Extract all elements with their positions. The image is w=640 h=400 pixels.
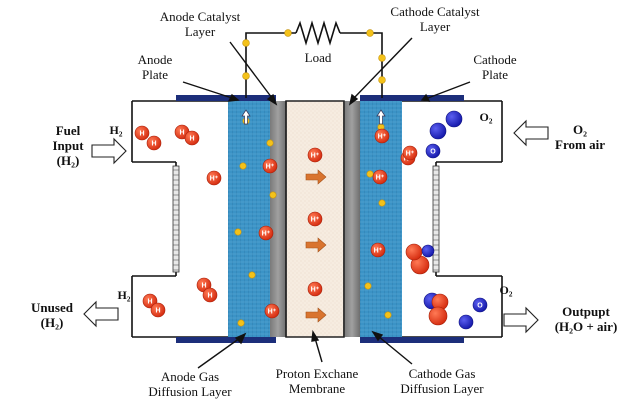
proton: [206, 170, 222, 186]
hydrogen-atom: [202, 287, 218, 303]
fuel-input-label: Fuel Input (H₂): [52, 123, 84, 168]
h2-outlet-tag: H₂: [117, 288, 131, 302]
oxygen-atom-label: O: [477, 303, 483, 310]
air-input-arrow-icon: [513, 119, 549, 147]
proton-label: H⁺: [210, 176, 219, 183]
proton: [402, 145, 418, 161]
cathode-plate-label: Cathode Plate: [473, 52, 517, 82]
proton: [307, 211, 323, 227]
proton-arrows: [305, 169, 327, 323]
unused-h2-label: Unused (H₂): [31, 300, 73, 330]
proton: [307, 147, 323, 163]
cathode-gas-diffusion-layer-label: Cathode Gas Diffusion Layer: [400, 366, 484, 396]
oxygen-atom: [472, 297, 488, 313]
anode-plate-bottom: [176, 337, 276, 343]
anode-plate: [176, 95, 276, 101]
hydrogen-atom: [134, 125, 150, 141]
proton: [370, 242, 386, 258]
oxygen-atom-label: O: [430, 149, 436, 156]
rib-hatch: [173, 169, 439, 271]
flow-field-ribs: [172, 165, 440, 273]
proton-label: H⁺: [268, 309, 277, 316]
oxygen-atom: [445, 110, 463, 128]
hydrogen-atom-label: H: [179, 130, 184, 137]
proton-exchange-membrane-label: Proton Exchane Membrane: [275, 366, 359, 396]
o2-from-air-label: O₂ From air: [555, 122, 605, 152]
output-label: Outpupt (H₂O + air): [554, 304, 618, 334]
output-arrow-icon: [503, 306, 539, 334]
proton: [264, 303, 280, 319]
electron-flow-up-arrows: [241, 109, 386, 125]
hydrogen-atom-label: H: [147, 299, 152, 306]
oxygen-atom: [425, 143, 441, 159]
proton-label: H⁺: [406, 151, 415, 158]
water-hydrogen: [428, 306, 448, 326]
hydrogen-atom-label: H: [151, 141, 156, 148]
proton: [374, 128, 390, 144]
circuit-electrons: [242, 29, 386, 84]
o2-inlet-tag: O₂: [479, 110, 493, 124]
proton-label: H⁺: [376, 175, 385, 182]
proton-label: H⁺: [266, 164, 275, 171]
cathode-plate: [360, 95, 464, 101]
hydrogen-atom: [150, 302, 166, 318]
leader-lines: [182, 37, 471, 369]
oxygen-atom: [429, 122, 447, 140]
h2-inlet-tag: H₂: [109, 123, 123, 137]
hydrogen-atom-label: H: [207, 293, 212, 300]
fuel-input-arrow-icon: [91, 137, 127, 165]
proton-label: H⁺: [311, 217, 320, 224]
proton: [258, 225, 274, 241]
hydrogen-atom-label: H: [139, 131, 144, 138]
proton-label: H⁺: [374, 248, 383, 255]
oxygen-atom: [458, 314, 474, 330]
proton: [372, 169, 388, 185]
anode-catalyst-layer: [270, 101, 286, 337]
hydrogen-atom-label: H: [155, 308, 160, 315]
unused-h2-arrow-icon: [83, 300, 119, 328]
hydrogen-atom: [146, 135, 162, 151]
anode-gas-diffusion-layer-label: Anode Gas Diffusion Layer: [148, 369, 232, 399]
proton: [307, 281, 323, 297]
o2-outlet-tag: O₂: [499, 283, 513, 297]
cathode-catalyst-layer-label: Cathode Catalyst Layer: [390, 4, 480, 34]
layer-electrons: [234, 117, 392, 327]
anode-catalyst-layer-label: Anode Catalyst Layer: [159, 9, 241, 39]
hydrogen-atom-label: H: [201, 283, 206, 290]
proton: [262, 158, 278, 174]
proton-label: H⁺: [262, 231, 271, 238]
hydrogen-atom-label: H: [189, 136, 194, 143]
flow-arrows: [83, 119, 549, 334]
water-oxygen: [421, 244, 435, 258]
hydrogen-atom: [184, 130, 200, 146]
proton-label: H⁺: [311, 153, 320, 160]
proton-label: H⁺: [378, 134, 387, 141]
anode-gas-diffusion-layer: [228, 101, 270, 337]
cathode-catalyst-layer: [344, 101, 360, 337]
anode-plate-label: Anode Plate: [137, 52, 173, 82]
proton-label: H⁺: [311, 287, 320, 294]
cathode-plate-bottom: [360, 337, 464, 343]
water-hydrogen: [405, 243, 423, 261]
load-label: Load: [304, 50, 332, 65]
